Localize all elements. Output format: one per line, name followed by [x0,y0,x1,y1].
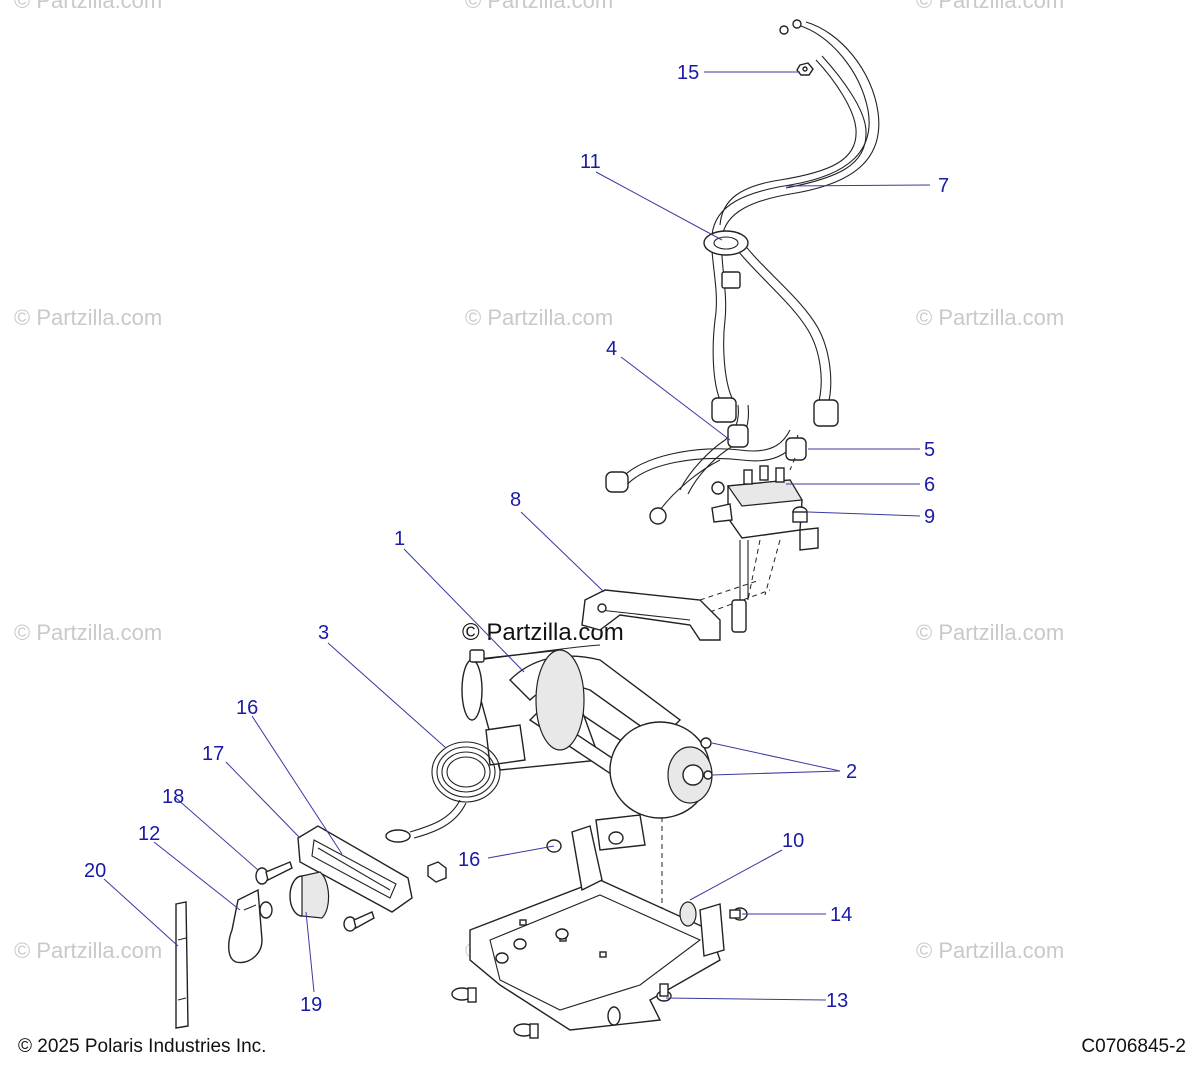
watermark: © Partzilla.com [14,620,162,645]
callout-17: 17 [202,743,224,765]
boot [813,399,839,427]
callout-11: 11 [580,151,601,173]
callout-8: 8 [510,489,521,511]
callout-20: 20 [84,860,106,882]
part-18-bolt[interactable] [255,861,293,885]
boot [711,397,737,423]
callout-5: 5 [924,439,935,461]
watermark: © Partzilla.com [14,0,162,13]
part-14-screw[interactable] [729,907,748,921]
boot [605,471,629,493]
watermark-layer: © Partzilla.com © Partzilla.com © Partzi… [14,0,1064,963]
watermark: © Partzilla.com [14,938,162,963]
part-11-grommet[interactable] [703,230,749,256]
watermark: © Partzilla.com [916,620,1064,645]
callout-labels: 15 11 7 4 5 6 9 8 1 3 2 16 17 18 12 20 1… [84,62,949,1016]
callout-6: 6 [924,474,935,496]
part-1-winch[interactable] [461,644,713,851]
callout-16: 16 [458,849,480,871]
ring-terminal [779,25,789,35]
callout-18: 18 [162,786,184,808]
callout-19: 19 [300,994,322,1016]
watermark: © Partzilla.com [14,305,162,330]
rope-hook-end [385,829,411,843]
part-9-screw[interactable] [792,506,808,523]
boot [785,437,807,461]
watermark: © Partzilla.com [916,305,1064,330]
part-12-hook[interactable] [228,888,273,964]
leader-lines [103,71,931,1001]
part-4-cable[interactable] [605,404,807,525]
part-10-mounting-plate[interactable] [469,825,725,1031]
watermark: © Partzilla.com [916,0,1064,13]
clip [721,271,741,289]
part-6-contactor[interactable] [711,465,819,551]
part-8-bracket[interactable] [581,589,721,641]
part-7-cable-harness[interactable] [711,19,880,427]
ring-terminal [649,507,667,525]
callout-9: 9 [924,506,935,528]
part-2-end-cap[interactable] [700,737,713,780]
base-screws[interactable] [451,831,624,1039]
callout-10: 10 [782,830,804,852]
watermark: © Partzilla.com [916,938,1064,963]
callout-4: 4 [606,338,617,360]
watermark: © Partzilla.com [465,0,613,13]
part-19-bumper[interactable] [289,871,330,919]
callout-13: 13 [826,990,848,1012]
ring-terminal [792,19,802,29]
callout-15: 15 [677,62,699,84]
connector [731,599,747,633]
callout-16: 16 [236,697,258,719]
callout-7: 7 [938,175,949,197]
terminal-post [743,469,753,485]
part-20-strap[interactable] [175,901,189,1029]
callout-12: 12 [138,823,160,845]
callout-14: 14 [830,904,852,926]
part-17-fairlead[interactable] [297,825,413,913]
callout-2: 2 [846,761,857,783]
part-3-rope[interactable] [385,741,501,843]
callout-3: 3 [318,622,329,644]
terminal-post [759,465,769,481]
part-15-nut[interactable] [796,62,814,76]
watermark: © Partzilla.com [465,305,613,330]
part-16-nut[interactable] [427,861,447,883]
boot [727,424,749,448]
callout-1: 1 [394,528,405,550]
copyright-notice: © 2025 Polaris Industries Inc. [18,1036,267,1057]
bolt[interactable] [343,911,375,932]
terminal-post [775,467,785,483]
diagram-code: C0706845-2 [1081,1036,1186,1057]
